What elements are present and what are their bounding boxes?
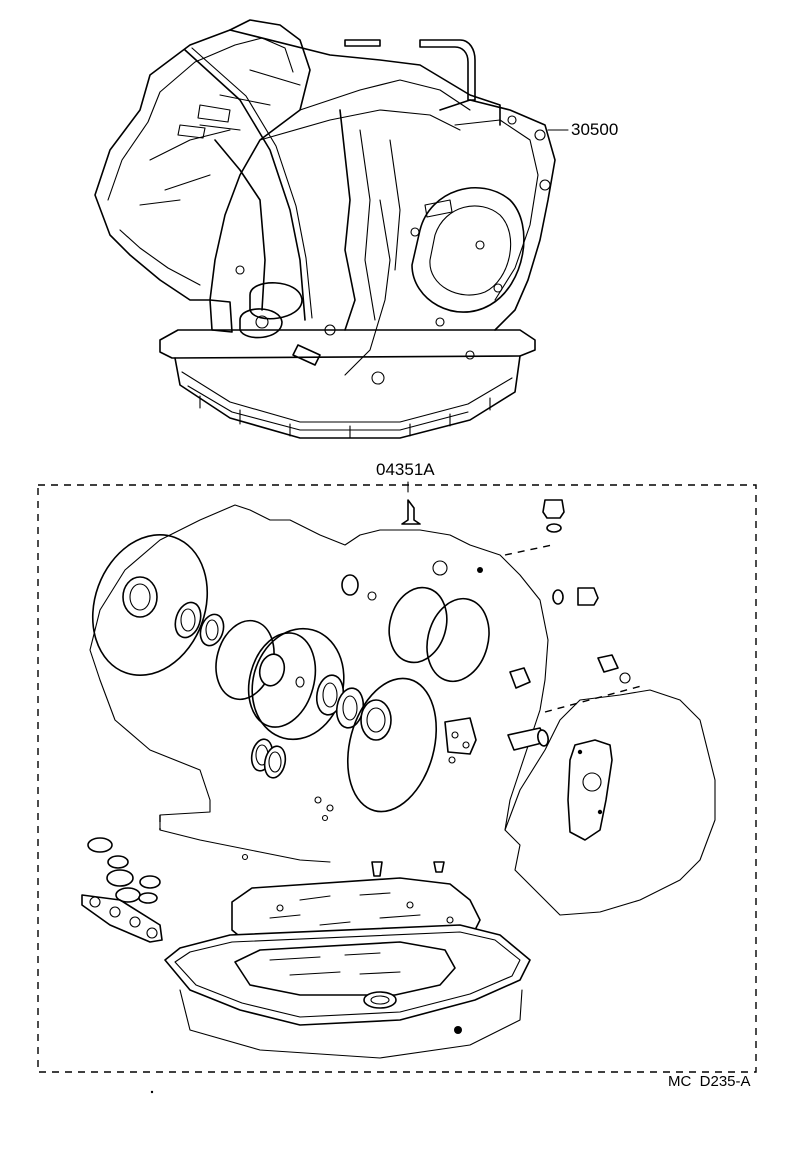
seal-ring — [258, 653, 286, 687]
o-ring — [199, 613, 225, 647]
drain-plug — [542, 499, 565, 519]
accumulator-gasket — [81, 894, 163, 943]
drain-plug-gasket — [546, 523, 562, 533]
dashed-arrow-side — [544, 684, 646, 713]
footer-code: MC D235-A — [668, 1073, 751, 1090]
case-outline-ghost-lower — [99, 679, 331, 863]
o-ring — [174, 601, 202, 639]
side-cover-gasket — [567, 739, 613, 841]
oil-seal — [122, 576, 158, 618]
callout-04351a: 04351A — [376, 460, 435, 479]
temperature-plug — [577, 587, 599, 606]
brake-piston-seal — [426, 597, 490, 683]
o-ring-small — [341, 574, 359, 596]
oil-seal — [360, 699, 392, 741]
valve-body-gasket — [234, 941, 456, 996]
strainer-gasket — [363, 991, 397, 1009]
callout-30500: 30500 — [571, 120, 619, 139]
o-ring-cluster — [87, 837, 113, 853]
breather-plug — [401, 499, 421, 525]
piston-seal — [247, 632, 317, 728]
transaxle-assembly-illustration — [94, 19, 556, 439]
dashed-arrow-plug — [504, 544, 553, 556]
case-outline-ghost — [89, 504, 549, 831]
oil-pump-body-gasket — [346, 677, 438, 813]
valve-body-bolt — [433, 861, 445, 873]
oil-pump-gasket-large — [91, 533, 209, 677]
valve-body-bolt — [371, 861, 383, 877]
o-ring-small — [552, 589, 564, 605]
governor-gasket — [444, 717, 477, 755]
sensor-plug — [597, 654, 619, 673]
kit-boundary-dashed-box — [37, 484, 757, 1073]
o-ring — [263, 745, 287, 779]
plug-nut — [509, 667, 531, 689]
brake-piston-seal — [388, 586, 448, 664]
side-cover-outline-ghost — [504, 689, 716, 916]
